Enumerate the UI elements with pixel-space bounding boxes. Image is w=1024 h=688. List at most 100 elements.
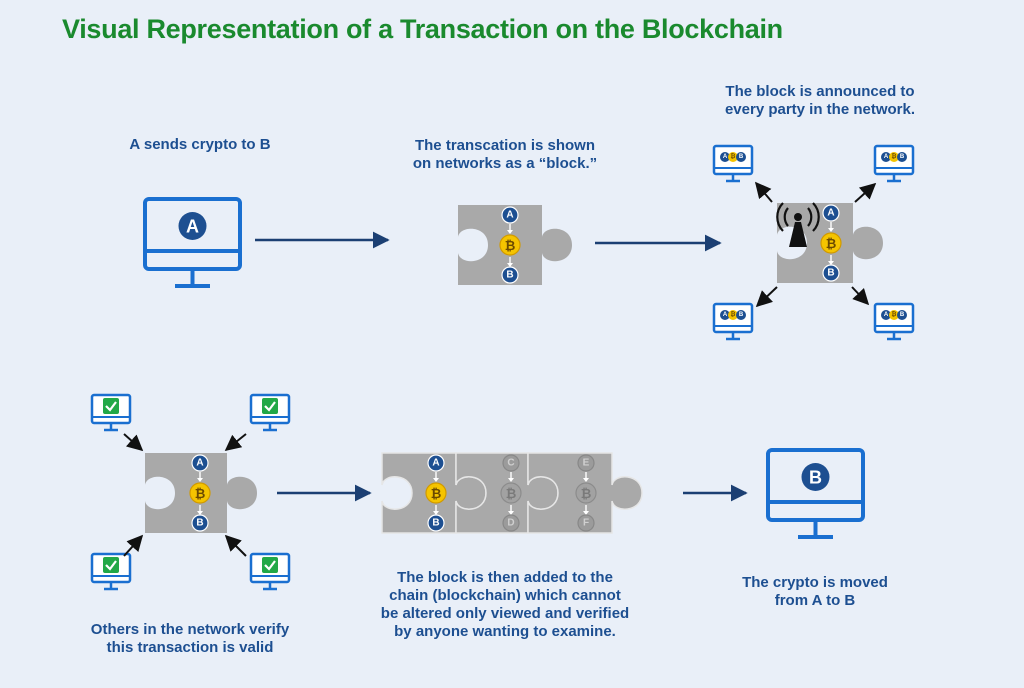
network-monitor-icon: A₿B — [873, 302, 915, 341]
puzzle-piece-shape — [455, 452, 559, 534]
receiver-node-icon — [897, 310, 907, 320]
caption-verify-line1: Others in the network verify — [90, 621, 290, 638]
bitcoin-symbol: ₿ — [505, 238, 516, 253]
monitor-frame — [249, 393, 291, 425]
caption-chain-line2: chain (blockchain) which cannot — [389, 587, 621, 604]
bitcoin-symbol: ₿ — [506, 486, 517, 501]
caption-chain-line4: by anyone wanting to examine. — [394, 623, 616, 640]
user-badge-label: A — [186, 217, 199, 237]
sender-node-icon — [720, 310, 730, 320]
verifier-monitor-icon — [249, 393, 291, 432]
sender-node-icon — [881, 152, 891, 162]
sender-node-label: A — [723, 154, 728, 160]
sender-node-icon — [501, 206, 519, 224]
sender-node-icon — [502, 454, 520, 472]
caption-block: The transcation is shown on networks as … — [370, 137, 640, 173]
arrow-verify — [123, 534, 144, 557]
caption-send-line1: A sends crypto to B — [129, 136, 271, 153]
monitor-frame — [873, 302, 915, 334]
sender-node-label: E — [583, 458, 590, 469]
bitcoin-symbol: ₿ — [731, 153, 736, 160]
sender-node-label: A — [196, 458, 203, 469]
puzzle-piece-shape — [381, 452, 487, 534]
verifier-monitor-icon — [90, 552, 132, 591]
bitcoin-symbol: ₿ — [195, 486, 206, 501]
bitcoin-coin-icon — [189, 482, 211, 504]
flow-arrowhead-icon — [197, 478, 203, 482]
flow-arrowhead-icon — [583, 511, 589, 515]
bitcoin-coin-icon — [575, 482, 597, 504]
network-monitor-icon: A₿B — [712, 144, 754, 183]
arrow-verify — [123, 433, 144, 452]
sender-node-label: A — [884, 154, 889, 160]
receiver-node-label: B — [827, 268, 834, 279]
sender-node-label: A — [432, 458, 439, 469]
monitor-frame — [712, 144, 754, 176]
user-badge-icon — [801, 463, 830, 491]
checkmark-box — [103, 557, 119, 573]
caption-chain-line3: be altered only viewed and verified — [380, 605, 630, 622]
receiver-node-label: B — [739, 154, 744, 160]
sender-node-label: A — [827, 208, 834, 219]
monitor-frame — [249, 552, 291, 584]
receiver-node-label: B — [900, 154, 905, 160]
bitcoin-symbol: ₿ — [731, 311, 736, 318]
flow-arrowhead-icon — [433, 478, 439, 482]
tower-top — [794, 213, 802, 221]
caption-announce-line2: every party in the network. — [724, 101, 916, 118]
signal-wave — [783, 207, 789, 227]
bitcoin-symbol: ₿ — [826, 236, 837, 251]
checkmark-icon — [105, 560, 117, 571]
signal-wave — [807, 207, 813, 227]
bitcoin-coin-icon — [500, 482, 522, 504]
receiver-node-icon — [501, 266, 519, 284]
verified-block-icon: A₿B — [145, 453, 257, 533]
caption-chain: The block is then added to the chain (bl… — [340, 569, 670, 641]
sender-node-icon — [822, 204, 840, 222]
receiver-node-icon — [736, 152, 746, 162]
caption-block-line1: The transcation is shown — [414, 137, 596, 154]
monitor-frame — [143, 197, 242, 271]
flow-arrowhead-icon — [828, 261, 834, 265]
caption-chain-line1: The block is then added to the — [397, 569, 613, 586]
bitcoin-symbol: ₿ — [581, 486, 592, 501]
checkmark-icon — [105, 401, 117, 412]
receiver-node-icon — [897, 152, 907, 162]
sender-node-label: A — [506, 210, 513, 221]
receiver-node-label: B — [506, 270, 513, 281]
receiver-node-icon — [577, 514, 595, 532]
caption-send: A sends crypto to B — [90, 136, 310, 154]
receiver-node-label: B — [432, 518, 439, 529]
sender-node-icon — [720, 152, 730, 162]
sender-node-icon — [881, 310, 891, 320]
monitor-frame — [873, 144, 915, 176]
arrow-verify — [224, 433, 247, 451]
receiver-node-label: D — [507, 518, 514, 529]
flow-arrowhead-icon — [433, 511, 439, 515]
bitcoin-coin-icon — [889, 310, 899, 320]
receiver-node-icon — [502, 514, 520, 532]
signal-wave — [776, 202, 784, 232]
arrow-verify — [224, 534, 247, 557]
caption-moved-line2: from A to B — [774, 592, 856, 609]
receiver-monitor-icon: B — [766, 448, 865, 539]
bitcoin-symbol: ₿ — [431, 486, 442, 501]
puzzle-piece-shape — [145, 453, 257, 533]
bitcoin-coin-icon — [889, 152, 899, 162]
flow-arrowhead-icon — [507, 230, 513, 234]
bitcoin-coin-icon — [499, 234, 521, 256]
bitcoin-coin-icon — [820, 232, 842, 254]
sender-monitor-icon: A — [143, 197, 242, 288]
sender-node-icon — [427, 454, 445, 472]
receiver-node-icon — [822, 264, 840, 282]
caption-announce-line1: The block is announced to — [725, 83, 915, 100]
flow-arrowhead-icon — [197, 511, 203, 515]
arrow-broadcast — [754, 181, 773, 203]
sender-node-icon — [191, 454, 209, 472]
checkmark-box — [103, 398, 119, 414]
puzzle-piece-shape — [777, 203, 883, 283]
flow-arrowhead-icon — [583, 478, 589, 482]
checkmark-icon — [264, 401, 276, 412]
arrow-broadcast — [755, 286, 778, 308]
